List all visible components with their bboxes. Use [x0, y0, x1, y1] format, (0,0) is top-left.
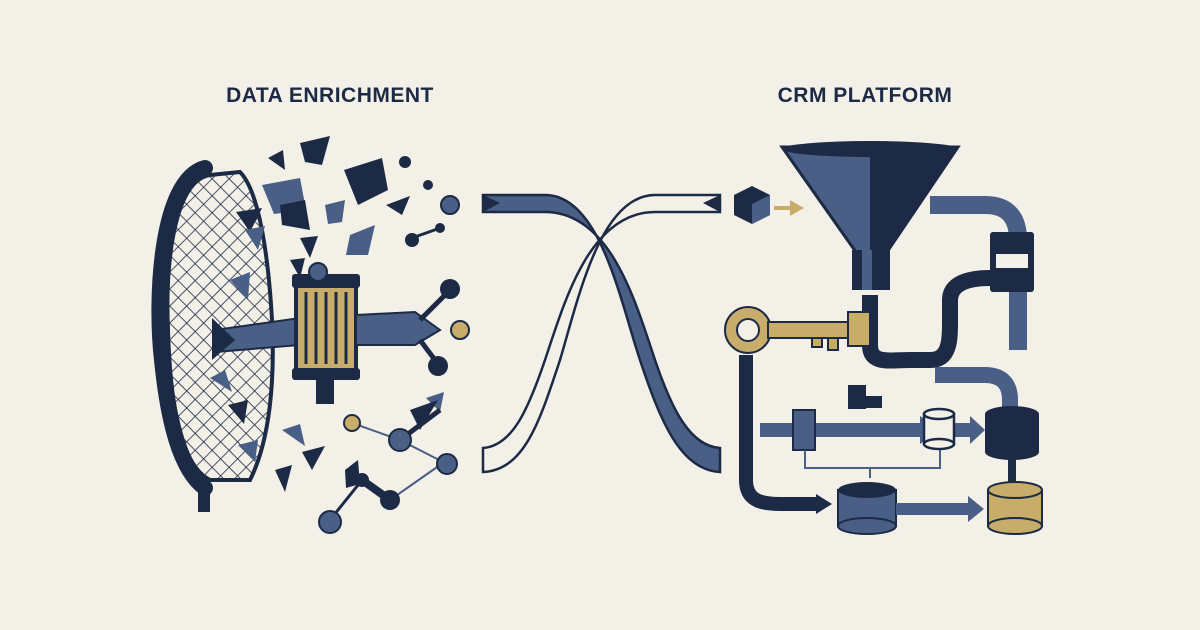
molecule-network-bottom [318, 408, 458, 534]
data-shards-bottom [210, 370, 444, 492]
branch-network-icon [355, 279, 470, 376]
crm-platform-heading: CRM PLATFORM [777, 84, 953, 107]
molecule-icon-top [405, 195, 460, 247]
database-icon [837, 406, 1043, 535]
key-icon [724, 306, 871, 354]
data-cube-icon [734, 186, 804, 224]
flow-line-bottom [896, 452, 1016, 522]
pipe-down-left [739, 355, 832, 514]
connector-node [848, 385, 882, 409]
valve-icon [990, 232, 1034, 292]
filter-canister-icon [292, 262, 360, 404]
inflow-arrow-icon [212, 316, 301, 360]
data-shards-top [230, 136, 433, 300]
crossover-arrows-icon [481, 193, 722, 474]
data-enrichment-heading: DATA ENRICHMENT [226, 84, 434, 107]
thin-connectors [804, 445, 941, 478]
funnel-icon [779, 141, 961, 290]
